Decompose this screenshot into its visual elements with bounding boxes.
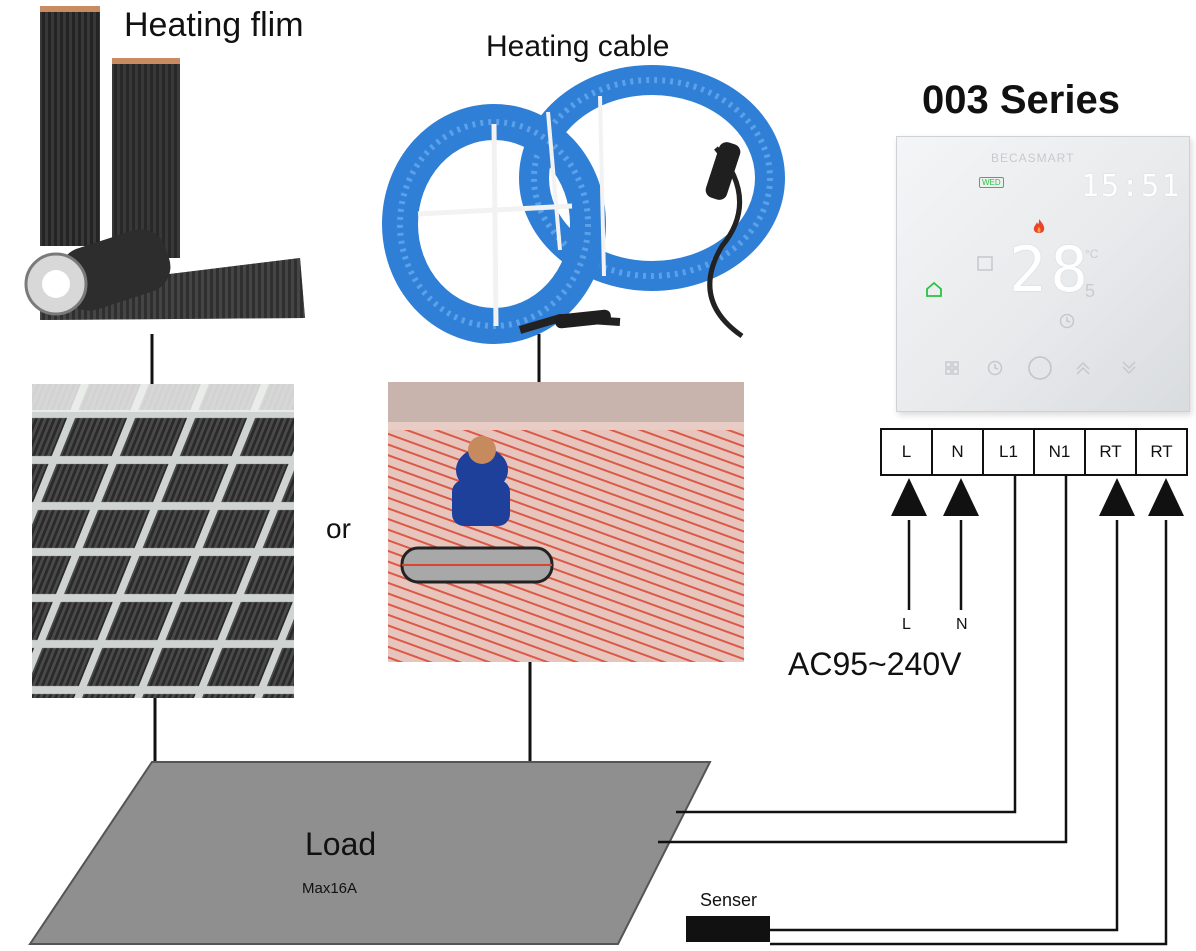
terminal-arrows: [891, 478, 1184, 516]
timer-icon: [1059, 313, 1075, 329]
installed-film-photo: [32, 384, 294, 698]
up-arrow-icon[interactable]: [1075, 361, 1091, 375]
calendar-icon: [977, 256, 993, 271]
series-title: 003 Series: [922, 78, 1120, 122]
load-platform: [28, 761, 712, 945]
load-max-label: Max16A: [302, 880, 358, 897]
temperature-unit: °C: [1085, 247, 1099, 261]
heating-cable-label: Heating cable: [486, 30, 670, 63]
terminal-rt-2: RT: [1150, 442, 1173, 461]
sub-digit: 5: [1085, 281, 1096, 301]
thermostat-brand: BECASMART: [991, 151, 1075, 165]
connector-lines: [150, 334, 541, 762]
sensor-body: [686, 916, 770, 942]
clock-display: 15:51: [1081, 169, 1182, 204]
or-label: or: [326, 513, 351, 544]
menu-button-icon[interactable]: [945, 361, 959, 375]
terminal-block: L N L1 N1 RT RT: [880, 428, 1188, 476]
home-icon: [926, 281, 942, 297]
power-button-icon[interactable]: [1027, 355, 1053, 381]
clock-button-icon[interactable]: [987, 360, 1003, 376]
thermostat-device: BECASMART WED 15:51 28 °C 5: [896, 136, 1190, 412]
flame-icon: [1033, 219, 1045, 233]
terminal-n: N: [933, 430, 984, 474]
wire-n-label: N: [956, 616, 968, 633]
heating-film-label: Heating flim: [124, 6, 304, 44]
terminal-l: L: [882, 430, 933, 474]
terminal-l1: L1: [984, 430, 1035, 474]
wire-l-label: L: [902, 616, 911, 633]
down-arrow-icon[interactable]: [1121, 361, 1137, 375]
heating-cable-photo: [382, 65, 785, 344]
sensor-label: Senser: [700, 890, 758, 910]
load-label: Load: [305, 826, 377, 862]
heating-film-photo: [24, 6, 305, 320]
day-indicator: WED: [979, 177, 1004, 188]
terminal-rt-1: RT: [1086, 430, 1137, 474]
installed-cable-photo: [388, 382, 744, 662]
voltage-label: AC95~240V: [788, 646, 962, 682]
temperature-display: 28: [1009, 233, 1092, 306]
wiring: [658, 476, 1168, 946]
terminal-n1: N1: [1035, 430, 1086, 474]
